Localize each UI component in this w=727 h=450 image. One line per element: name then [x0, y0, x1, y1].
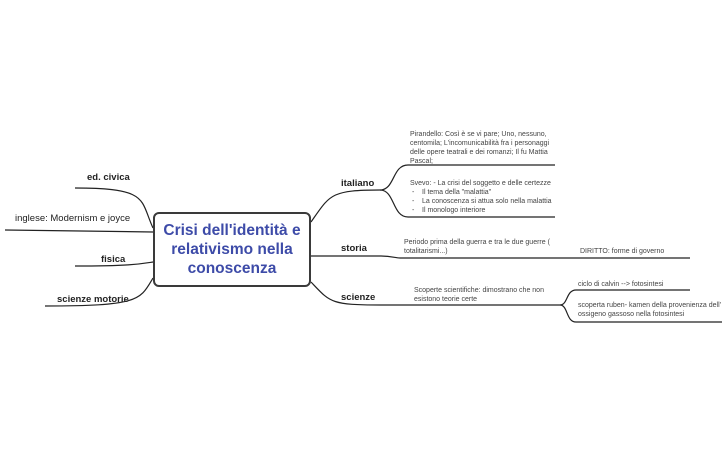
note-pirandello: Pirandello: Così è se vi pare; Uno, ness… [410, 131, 550, 165]
list-item: Il monologo interiore [410, 206, 560, 215]
svevo-title: Svevo: - La crisi del soggetto e delle c… [410, 180, 551, 187]
note-diritto: DIRITTO: forme di governo [580, 248, 665, 255]
note-storia: Periodo prima della guerra e tra le due … [404, 239, 550, 255]
note-scienze: Scoperte scientifiche: dimostrano che no… [414, 287, 544, 303]
note-calvin: ciclo di calvin --> fotosintesi [578, 281, 664, 288]
connector-fisica [74, 261, 154, 267]
connector-scienze-motorie [44, 277, 154, 307]
svevo-list: Il tema della "malattia" La conoscenza s… [410, 188, 560, 215]
connector-ed-civica [74, 187, 154, 229]
branch-fisica: fisica [101, 254, 126, 265]
connector-ruben [559, 304, 722, 323]
branch-storia: storia [341, 243, 367, 254]
connector-inglese [4, 229, 154, 233]
connector-italiano [310, 189, 381, 223]
central-topic: Crisi dell'identità e relativismo nella … [153, 212, 311, 287]
branch-italiano: italiano [341, 178, 375, 189]
branch-scienze: scienze [341, 292, 376, 303]
branch-ed-civica: ed. civica [87, 172, 130, 183]
note-ruben: scoperta ruben- kamen della provenienza … [578, 302, 721, 318]
branch-inglese: inglese: Modernism e joyce [15, 213, 131, 224]
connector-svevo [379, 189, 555, 218]
connector-pirandello [379, 164, 555, 191]
connector-scienze [310, 281, 381, 306]
list-item: Il tema della "malattia" [410, 188, 560, 197]
list-item: La conoscenza si attua solo nella malatt… [410, 197, 560, 206]
branch-scienze-motorie: scienze motorie [57, 294, 129, 305]
connector-storia-note [379, 255, 690, 259]
note-svevo: Svevo: - La crisi del soggetto e delle c… [410, 179, 560, 215]
connector-calvin [559, 289, 690, 306]
